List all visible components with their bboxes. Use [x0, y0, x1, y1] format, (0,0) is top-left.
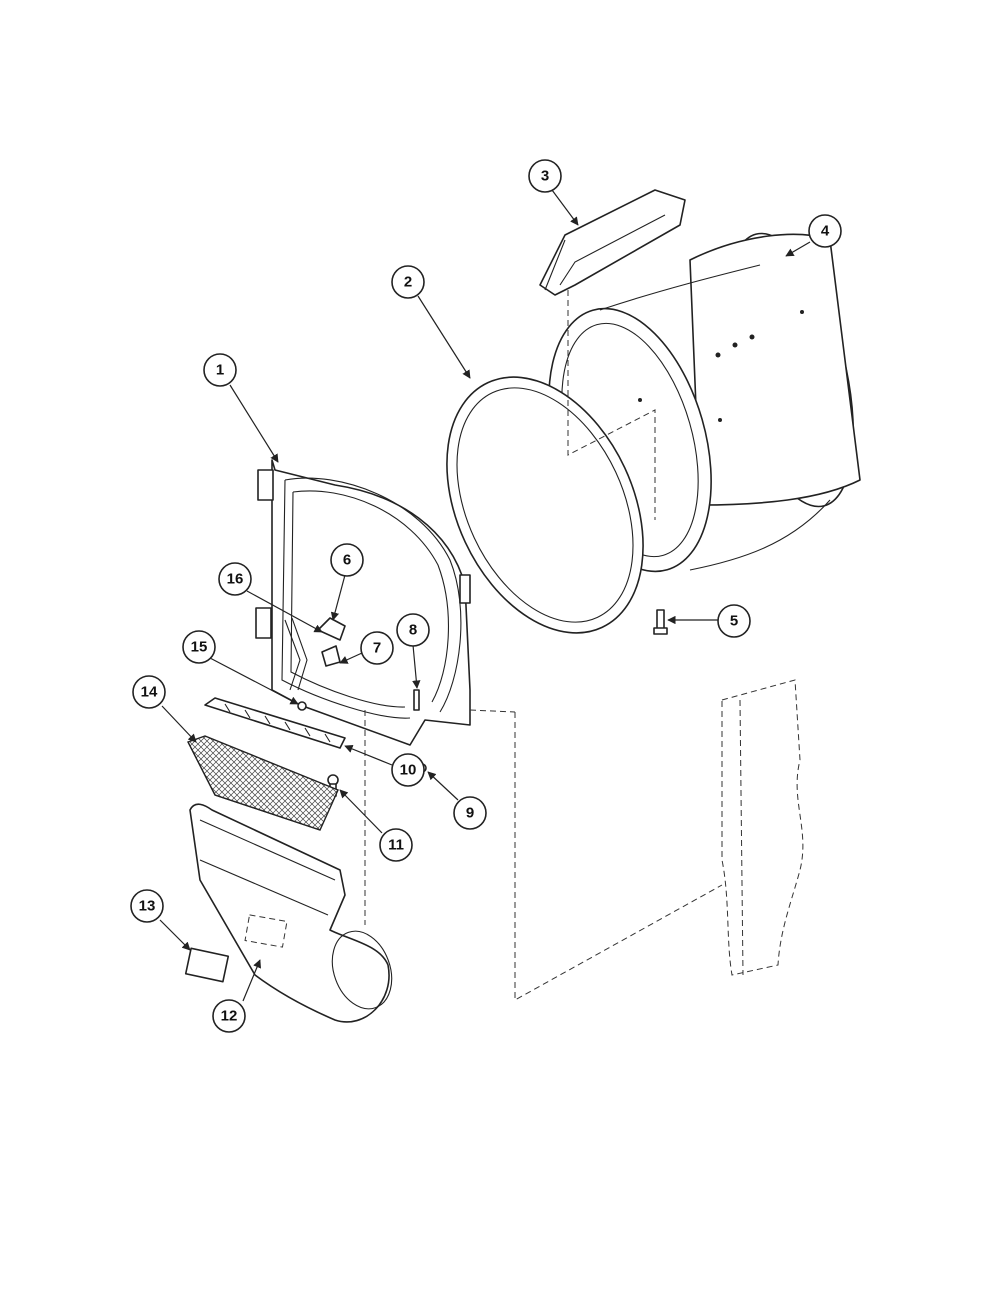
callout-11-label: 11 — [388, 837, 404, 854]
callout-7: 7 — [360, 631, 394, 665]
leader-lines — [159, 189, 811, 1002]
callout-1: 1 — [203, 353, 237, 387]
assembly-lines — [364, 290, 723, 1001]
front-bulkhead — [255, 459, 471, 746]
callout-14: 14 — [132, 675, 166, 709]
label-13 — [184, 947, 230, 983]
callout-3: 3 — [528, 159, 562, 193]
callout-10: 10 — [391, 753, 425, 787]
callout-14-label: 14 — [141, 684, 158, 701]
callout-9-label: 9 — [466, 805, 474, 822]
callout-10-label: 10 — [400, 762, 417, 779]
callout-5: 5 — [717, 604, 751, 638]
callout-13: 13 — [130, 889, 164, 923]
lint-screen — [187, 735, 339, 831]
lint-duct — [189, 803, 393, 1023]
drum — [548, 232, 861, 573]
lint-grille — [204, 697, 346, 749]
side-panel — [721, 679, 804, 976]
callout-11: 11 — [379, 828, 413, 862]
callout-16-label: 16 — [227, 571, 244, 588]
callout-12-label: 12 — [221, 1008, 238, 1025]
callout-6: 6 — [330, 543, 364, 577]
callout-3-label: 3 — [541, 168, 549, 185]
callout-15: 15 — [182, 630, 216, 664]
callout-8-label: 8 — [409, 622, 417, 639]
callout-8: 8 — [396, 613, 430, 647]
callout-2: 2 — [391, 265, 425, 299]
callout-7-label: 7 — [373, 640, 381, 657]
callout-12: 12 — [212, 999, 246, 1033]
callout-13-label: 13 — [139, 898, 156, 915]
callout-6-label: 6 — [343, 552, 351, 569]
callout-1-label: 1 — [216, 362, 224, 379]
callout-2-label: 2 — [404, 274, 412, 291]
callout-9: 9 — [453, 796, 487, 830]
drum-baffle — [539, 189, 686, 296]
callout-4: 4 — [808, 214, 842, 248]
screw-5 — [653, 609, 668, 635]
pin-8 — [413, 689, 420, 711]
callout-4-label: 4 — [821, 223, 830, 240]
callout-5-label: 5 — [730, 613, 738, 630]
callout-15-label: 15 — [191, 639, 208, 656]
callout-16: 16 — [218, 562, 252, 596]
